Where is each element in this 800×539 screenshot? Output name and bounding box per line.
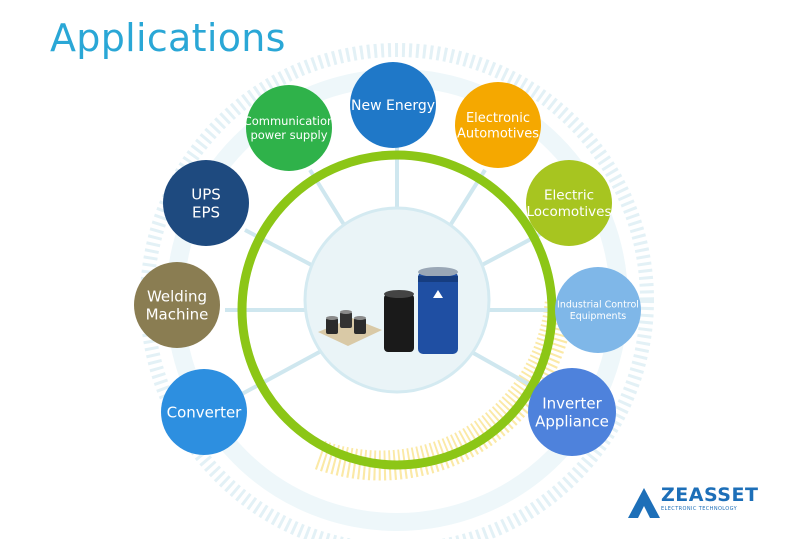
green-ring — [237, 150, 557, 470]
company-logo — [628, 488, 660, 518]
application-node-label-line: Machine — [146, 305, 209, 323]
application-node-circle — [163, 160, 249, 246]
application-node-label-line: Converter — [167, 403, 243, 421]
application-node-label-line: Communication — [244, 114, 335, 128]
application-node-label-line: Welding — [147, 287, 207, 305]
capacitor-products-image — [318, 267, 458, 354]
application-node-label-line: Inverter — [542, 394, 602, 412]
application-node-circle — [526, 160, 612, 246]
application-node-circle — [350, 62, 436, 148]
application-node-label-line: Locomotives — [526, 204, 611, 220]
logo-tagline: ELECTRONIC TECHNOLOGY — [661, 506, 738, 512]
logo-text: ZEASSET — [661, 484, 759, 506]
application-node-circle — [246, 85, 332, 171]
application-node-circle — [455, 82, 541, 168]
application-node-label: New Energy — [351, 98, 435, 114]
application-node-label: Converter — [167, 403, 243, 421]
application-node-circle — [134, 262, 220, 348]
application-node-label-line: UPS — [191, 185, 221, 203]
application-node-label-line: New Energy — [351, 98, 435, 114]
page-title: Applications — [50, 16, 286, 60]
application-node-label-line: Appliance — [535, 412, 609, 430]
application-node-label-line: EPS — [192, 203, 220, 221]
application-node-circle — [555, 267, 641, 353]
application-node-circle — [528, 368, 616, 456]
application-node-label-line: power supply — [250, 128, 327, 142]
application-node-label-line: Equipments — [570, 311, 627, 322]
application-node-label-line: Automotives — [457, 126, 539, 141]
application-node-circle — [161, 369, 247, 455]
logo-triangle-icon — [628, 488, 660, 518]
application-node-label-line: Electronic — [466, 111, 530, 126]
application-node-label-line: Industrial Control — [557, 300, 639, 311]
application-node-label-line: Electric — [544, 188, 594, 204]
